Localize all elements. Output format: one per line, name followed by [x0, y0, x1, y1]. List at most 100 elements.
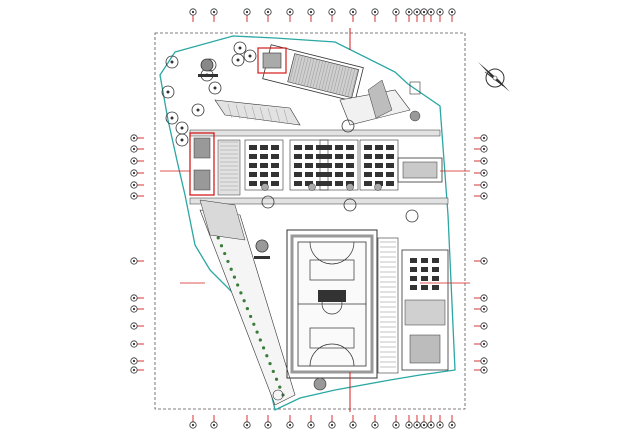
grid-bubble-dot — [482, 171, 486, 175]
grid-bubble-dot — [191, 10, 195, 14]
stair-landing — [199, 199, 246, 241]
desk — [386, 172, 394, 177]
grid-bubble-dot — [330, 423, 334, 427]
grid-bubble-dot — [351, 423, 355, 427]
tree-icon — [238, 46, 242, 50]
tree-icon — [196, 108, 200, 112]
grid-bubble-dot — [132, 259, 136, 263]
hatch-line — [289, 54, 297, 83]
tree-icon — [191, 103, 205, 117]
tree-icon — [231, 53, 245, 67]
grid-bubble-dot — [288, 423, 292, 427]
tree-icon — [261, 195, 275, 209]
label-bar — [198, 74, 218, 77]
desk — [335, 145, 343, 150]
plant-dot — [271, 369, 275, 374]
desk — [335, 181, 343, 186]
plant-dot — [236, 283, 240, 287]
grid-bubble-dot — [309, 423, 313, 427]
ramp-line — [259, 107, 265, 122]
desk — [249, 145, 257, 150]
desk — [324, 154, 332, 159]
basketball-court — [286, 229, 378, 379]
north-center — [492, 75, 498, 81]
grid-bubble-dot — [132, 307, 136, 311]
tree-icon — [175, 133, 189, 147]
hatch-line — [347, 68, 356, 97]
desk — [386, 154, 394, 159]
desk — [305, 154, 313, 159]
grid-bubble-dot — [482, 183, 486, 187]
round-kiosk — [255, 239, 269, 253]
tree-icon — [243, 49, 257, 63]
desk — [249, 163, 257, 168]
tree-icon — [343, 198, 357, 212]
grid-bubble-dot — [245, 423, 249, 427]
court-margin — [290, 234, 374, 374]
grid-bubble-dot — [482, 259, 486, 263]
grid-bubble-dot — [309, 10, 313, 14]
grid-markers-bottom — [189, 415, 456, 429]
site-layout — [159, 28, 470, 412]
grid-bubble-dot — [415, 423, 419, 427]
desk — [271, 154, 279, 159]
desk — [375, 154, 383, 159]
grid-bubble-dot — [429, 10, 433, 14]
equipment-block — [432, 285, 439, 290]
grid-bubble-dot — [132, 359, 136, 363]
grid-bubble-dot — [482, 296, 486, 300]
grid-bubble-dot — [482, 324, 486, 328]
column — [308, 183, 316, 191]
plant-dot — [216, 236, 220, 240]
desk — [260, 163, 268, 168]
site-boundary — [159, 35, 456, 411]
desk — [386, 145, 394, 150]
grid-bubble-dot — [132, 183, 136, 187]
drawing-frame — [154, 32, 466, 410]
north-arrow-icon — [478, 62, 510, 92]
desk — [305, 181, 313, 186]
court-outer — [286, 229, 378, 379]
north-circle — [485, 68, 505, 88]
desk — [364, 163, 372, 168]
tree-icon — [236, 58, 240, 62]
equipment-block — [421, 258, 428, 263]
desk — [346, 154, 354, 159]
grid-bubble-dot — [450, 10, 454, 14]
grid-markers-left — [130, 134, 144, 374]
grid-bubble-dot — [407, 10, 411, 14]
desk — [335, 172, 343, 177]
small-room — [409, 81, 421, 95]
hatch-line — [292, 54, 300, 84]
hatch-line — [315, 60, 324, 89]
tree-icon — [170, 116, 174, 120]
grid-bubble-dot — [422, 10, 426, 14]
plant-dot — [229, 267, 233, 271]
hatch-line — [335, 65, 344, 94]
grid-bubble-dot — [482, 307, 486, 311]
grid-bubble-dot — [482, 159, 486, 163]
desk — [271, 172, 279, 177]
tree-icon — [208, 81, 222, 95]
hatch-line — [298, 56, 306, 85]
tree-icon — [165, 111, 179, 125]
ramp-line — [235, 104, 241, 119]
grid-bubble-dot — [132, 194, 136, 198]
plant-dot — [278, 385, 282, 389]
plant-dot — [219, 244, 224, 248]
desk — [305, 145, 313, 150]
grid-bubble-dot — [482, 368, 486, 372]
three-point-bottom — [309, 343, 355, 367]
desk — [294, 181, 302, 186]
tree-icon — [165, 55, 179, 69]
desk — [271, 181, 279, 186]
plant-dot — [239, 291, 243, 295]
hatch-line — [341, 67, 350, 96]
desk — [346, 145, 354, 150]
desk — [375, 163, 383, 168]
hatch-line — [312, 59, 321, 89]
grid-bubble-dot — [438, 423, 442, 427]
desk — [375, 172, 383, 177]
left-stair-highlight — [189, 132, 215, 196]
